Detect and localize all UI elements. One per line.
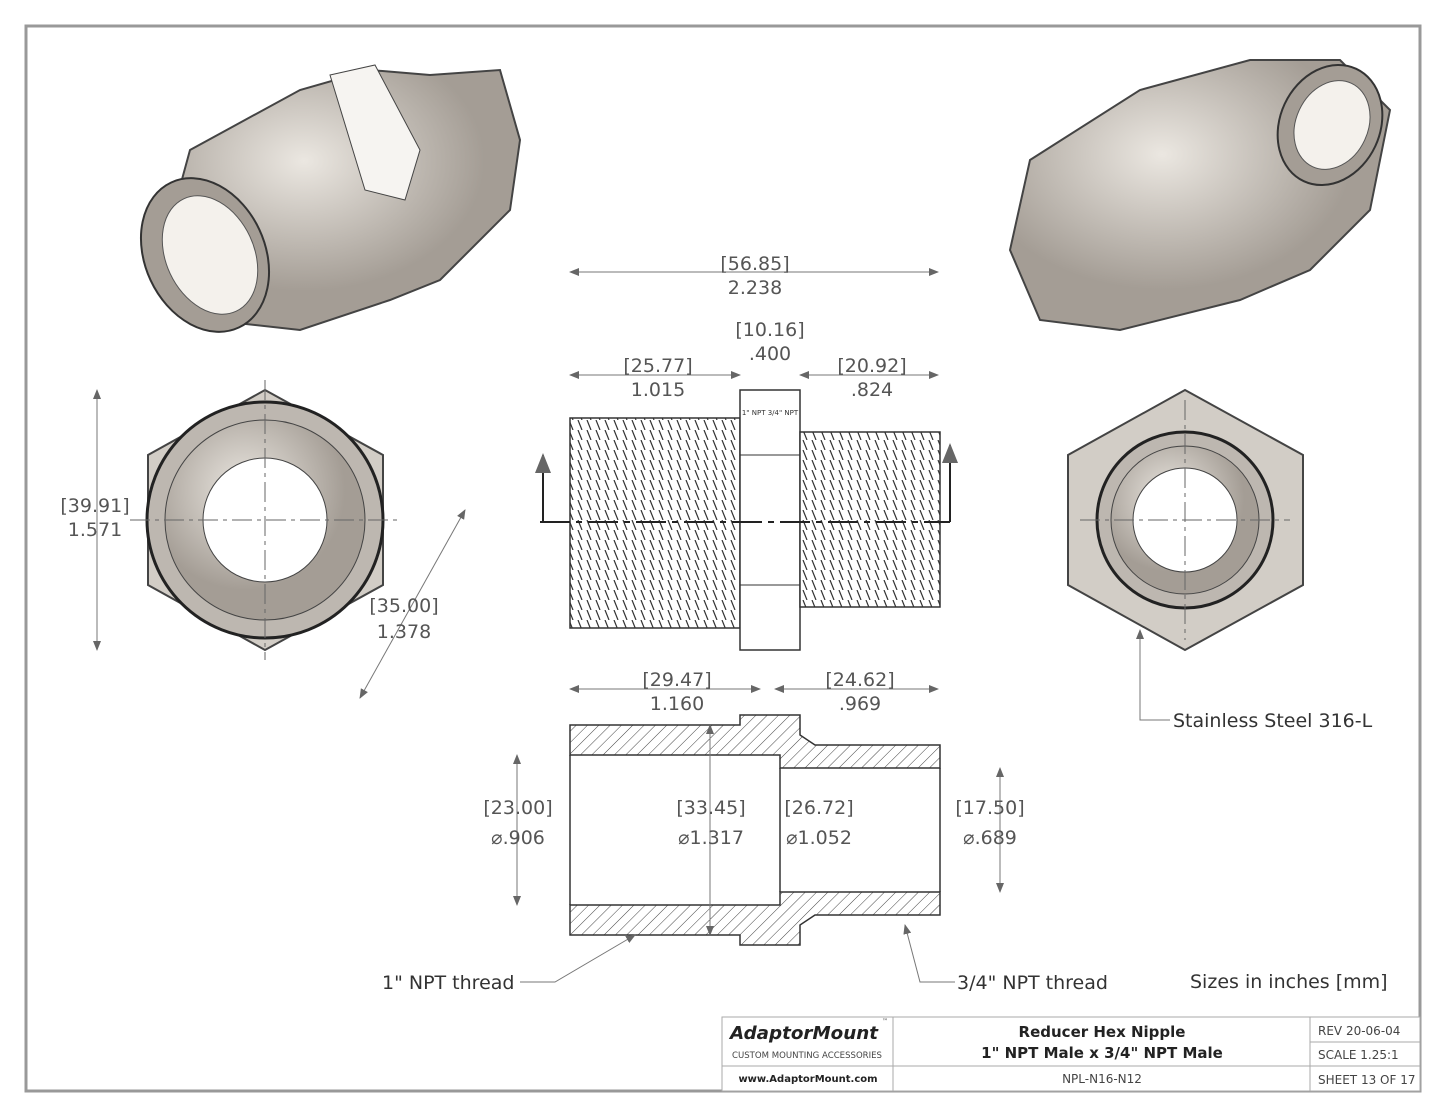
- note-material: Stainless Steel 316-L: [1173, 710, 1373, 732]
- title-block: AdaptorMount ™ CUSTOM MOUNTING ACCESSORI…: [721, 1016, 1421, 1092]
- side-view: [535, 389, 958, 651]
- brand-tm: ™: [882, 1018, 888, 1025]
- dim-overall-mm: [56.85]: [720, 253, 789, 275]
- brand-logo: AdaptorMount: [728, 1023, 879, 1044]
- dim-hex-width-mm: [10.16]: [735, 319, 804, 341]
- dim-hex-corners-mm: [39.91]: [60, 495, 129, 517]
- note-thread-right: 3/4" NPT thread: [957, 972, 1108, 994]
- dim-section-left-mm: [29.47]: [642, 669, 711, 691]
- dim-hex-flats-in: 1.378: [377, 621, 431, 643]
- isometric-view-right: [1008, 59, 1392, 332]
- dim-section-right-in: .969: [839, 693, 881, 715]
- end-view-hex-right: [1067, 388, 1304, 652]
- section-view: [569, 714, 941, 946]
- title-line2: 1" NPT Male x 3/4" NPT Male: [981, 1044, 1223, 1062]
- dim-bore-small-in: ⌀.906: [491, 827, 545, 849]
- end-view-hex-left: [130, 380, 400, 660]
- dimension-lines: [93, 268, 1170, 983]
- dim-bore-small-mm: [23.00]: [483, 797, 552, 819]
- dim-left-thread-mm: [25.77]: [623, 355, 692, 377]
- revision: REV 20-06-04: [1318, 1024, 1400, 1038]
- dim-section-right-mm: [24.62]: [825, 669, 894, 691]
- dim-overall-in: 2.238: [728, 277, 782, 299]
- dim-bore-large-mm: [33.45]: [676, 797, 745, 819]
- scale: SCALE 1.25:1: [1318, 1048, 1399, 1062]
- part-number: NPL-N16-N12: [1062, 1072, 1142, 1086]
- dim-section-left-in: 1.160: [650, 693, 704, 715]
- dim-hex-corners-in: 1.571: [68, 519, 122, 541]
- brand-tagline: CUSTOM MOUNTING ACCESSORIES: [732, 1051, 882, 1061]
- dim-bore-mid-in: ⌀1.052: [786, 827, 852, 849]
- dim-left-thread-in: 1.015: [631, 379, 685, 401]
- isometric-view-left: [139, 64, 522, 333]
- dim-bore-large-in: ⌀1.317: [678, 827, 744, 849]
- hex-marking: 1" NPT 3/4" NPT: [742, 409, 799, 417]
- dim-hex-flats-mm: [35.00]: [369, 595, 438, 617]
- dim-right-thread-in: .824: [851, 379, 893, 401]
- dim-right-thread-mm: [20.92]: [837, 355, 906, 377]
- note-units: Sizes in inches [mm]: [1190, 971, 1388, 993]
- dim-bore-right-in: ⌀.689: [963, 827, 1017, 849]
- dim-hex-width-in: .400: [749, 343, 791, 365]
- title-line1: Reducer Hex Nipple: [1019, 1023, 1186, 1041]
- dim-bore-right-mm: [17.50]: [955, 797, 1024, 819]
- note-thread-left: 1" NPT thread: [382, 972, 514, 994]
- sheet-number: SHEET 13 OF 17: [1318, 1073, 1415, 1087]
- dim-bore-mid-mm: [26.72]: [784, 797, 853, 819]
- website-link[interactable]: www.AdaptorMount.com: [738, 1074, 877, 1085]
